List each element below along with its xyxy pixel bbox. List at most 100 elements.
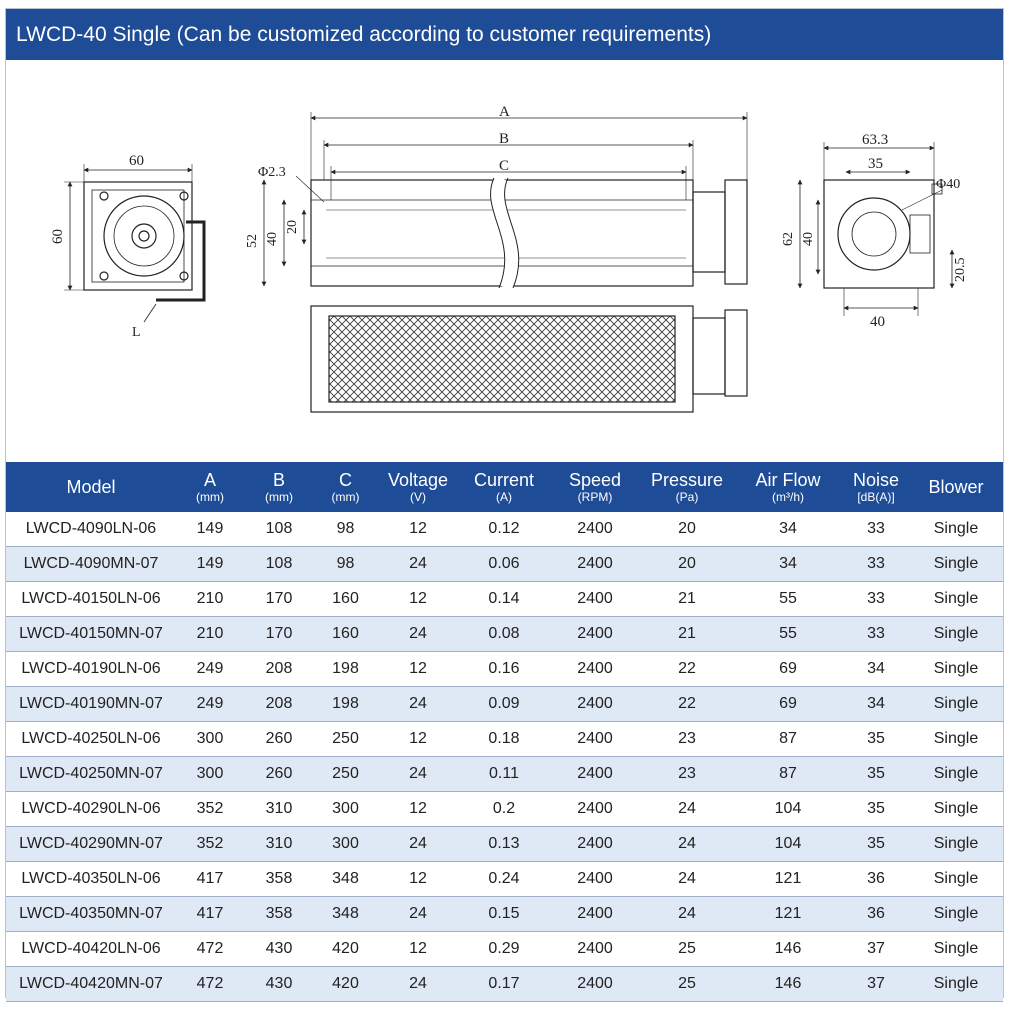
table-cell: 198 xyxy=(314,686,377,722)
table-cell: 0.12 xyxy=(459,512,549,547)
table-cell: 24 xyxy=(641,826,733,862)
table-cell: 87 xyxy=(733,756,843,792)
table-cell: Single xyxy=(909,966,1003,1002)
table-cell: 12 xyxy=(377,721,459,757)
table-cell: 34 xyxy=(843,686,909,722)
col-voltage: Voltage(V) xyxy=(377,462,459,512)
table-cell: 33 xyxy=(843,616,909,652)
table-cell: 121 xyxy=(733,896,843,932)
table-cell: 36 xyxy=(843,861,909,897)
col-air-flow: Air Flow(m³/h) xyxy=(733,462,843,512)
table-cell: 2400 xyxy=(549,791,641,827)
table-cell: Single xyxy=(909,861,1003,897)
table-cell: 37 xyxy=(843,966,909,1002)
dim-h40r-label: 40 xyxy=(801,232,816,246)
dim-lead-label: L xyxy=(132,325,141,340)
model-cell: LWCD-40290LN-06 xyxy=(6,791,176,827)
grille-mesh xyxy=(328,315,676,403)
table-cell: 146 xyxy=(733,966,843,1002)
motor-circle xyxy=(103,195,185,277)
table-cell: 36 xyxy=(843,896,909,932)
table-cell: 24 xyxy=(377,616,459,652)
table-cell: Single xyxy=(909,756,1003,792)
table-cell: 12 xyxy=(377,651,459,687)
table-cell: 33 xyxy=(843,581,909,617)
table-cell: 358 xyxy=(244,861,314,897)
table-cell: 24 xyxy=(377,826,459,862)
table-cell: 69 xyxy=(733,686,843,722)
table-cell: Single xyxy=(909,931,1003,967)
table-cell: 24 xyxy=(377,686,459,722)
model-cell: LWCD-40350MN-07 xyxy=(6,896,176,932)
table-cell: 170 xyxy=(244,581,314,617)
dim-w40-label: 40 xyxy=(870,314,885,330)
table-cell: 37 xyxy=(843,931,909,967)
dim-phi-label: Φ2.3 xyxy=(258,165,286,180)
model-cell: LWCD-40190MN-07 xyxy=(6,686,176,722)
table-cell: 300 xyxy=(314,791,377,827)
table-cell: 149 xyxy=(176,512,244,547)
table-cell: 0.17 xyxy=(459,966,549,1002)
col-pressure: Pressure(Pa) xyxy=(641,462,733,512)
table-cell: 55 xyxy=(733,581,843,617)
table-cell: 2400 xyxy=(549,826,641,862)
table-cell: 20 xyxy=(641,512,733,547)
table-cell: 22 xyxy=(641,686,733,722)
table-cell: 249 xyxy=(176,651,244,687)
table-cell: Single xyxy=(909,616,1003,652)
model-cell: LWCD-40150LN-06 xyxy=(6,581,176,617)
table-cell: 35 xyxy=(843,826,909,862)
table-cell: 260 xyxy=(244,756,314,792)
dim-left-height: 60 xyxy=(50,229,66,244)
table-cell: 0.13 xyxy=(459,826,549,862)
dim-a-label: A xyxy=(499,104,510,120)
side-view-body xyxy=(83,181,193,291)
table-cell: 2400 xyxy=(549,546,641,582)
table-cell: 2400 xyxy=(549,512,641,547)
dim-c-label: C xyxy=(499,158,509,174)
table-cell: 24 xyxy=(641,791,733,827)
table-cell: 20 xyxy=(641,546,733,582)
table-cell: 208 xyxy=(244,686,314,722)
table-cell: 2400 xyxy=(549,931,641,967)
table-cell: 12 xyxy=(377,861,459,897)
table-cell: 0.09 xyxy=(459,686,549,722)
table-cell: 34 xyxy=(733,546,843,582)
table-cell: 0.11 xyxy=(459,756,549,792)
table-cell: 12 xyxy=(377,581,459,617)
dim-h52-label: 52 xyxy=(245,234,260,248)
table-cell: Single xyxy=(909,512,1003,547)
table-cell: 33 xyxy=(843,512,909,547)
table-cell: 0.15 xyxy=(459,896,549,932)
table-cell: 352 xyxy=(176,826,244,862)
table-cell: 420 xyxy=(314,966,377,1002)
table-cell: Single xyxy=(909,686,1003,722)
table-cell: 87 xyxy=(733,721,843,757)
table-cell: 2400 xyxy=(549,966,641,1002)
table-cell: 430 xyxy=(244,966,314,1002)
table-cell: 35 xyxy=(843,791,909,827)
model-cell: LWCD-40250LN-06 xyxy=(6,721,176,757)
model-cell: LWCD-40190LN-06 xyxy=(6,651,176,687)
table-cell: 24 xyxy=(377,966,459,1002)
table-cell: 2400 xyxy=(549,581,641,617)
table-cell: Single xyxy=(909,896,1003,932)
table-cell: 33 xyxy=(843,546,909,582)
front-view xyxy=(261,112,748,413)
end-view-body xyxy=(823,179,935,289)
table-cell: 24 xyxy=(641,896,733,932)
table-cell: 108 xyxy=(244,546,314,582)
table-cell: 417 xyxy=(176,896,244,932)
table-cell: 23 xyxy=(641,721,733,757)
dim-h205-label: 20.5 xyxy=(953,258,968,283)
table-cell: 12 xyxy=(377,931,459,967)
table-cell: 430 xyxy=(244,931,314,967)
model-cell: LWCD-40290MN-07 xyxy=(6,826,176,862)
model-cell: LWCD-40250MN-07 xyxy=(6,756,176,792)
col-c: C(mm) xyxy=(314,462,377,512)
table-cell: Single xyxy=(909,651,1003,687)
